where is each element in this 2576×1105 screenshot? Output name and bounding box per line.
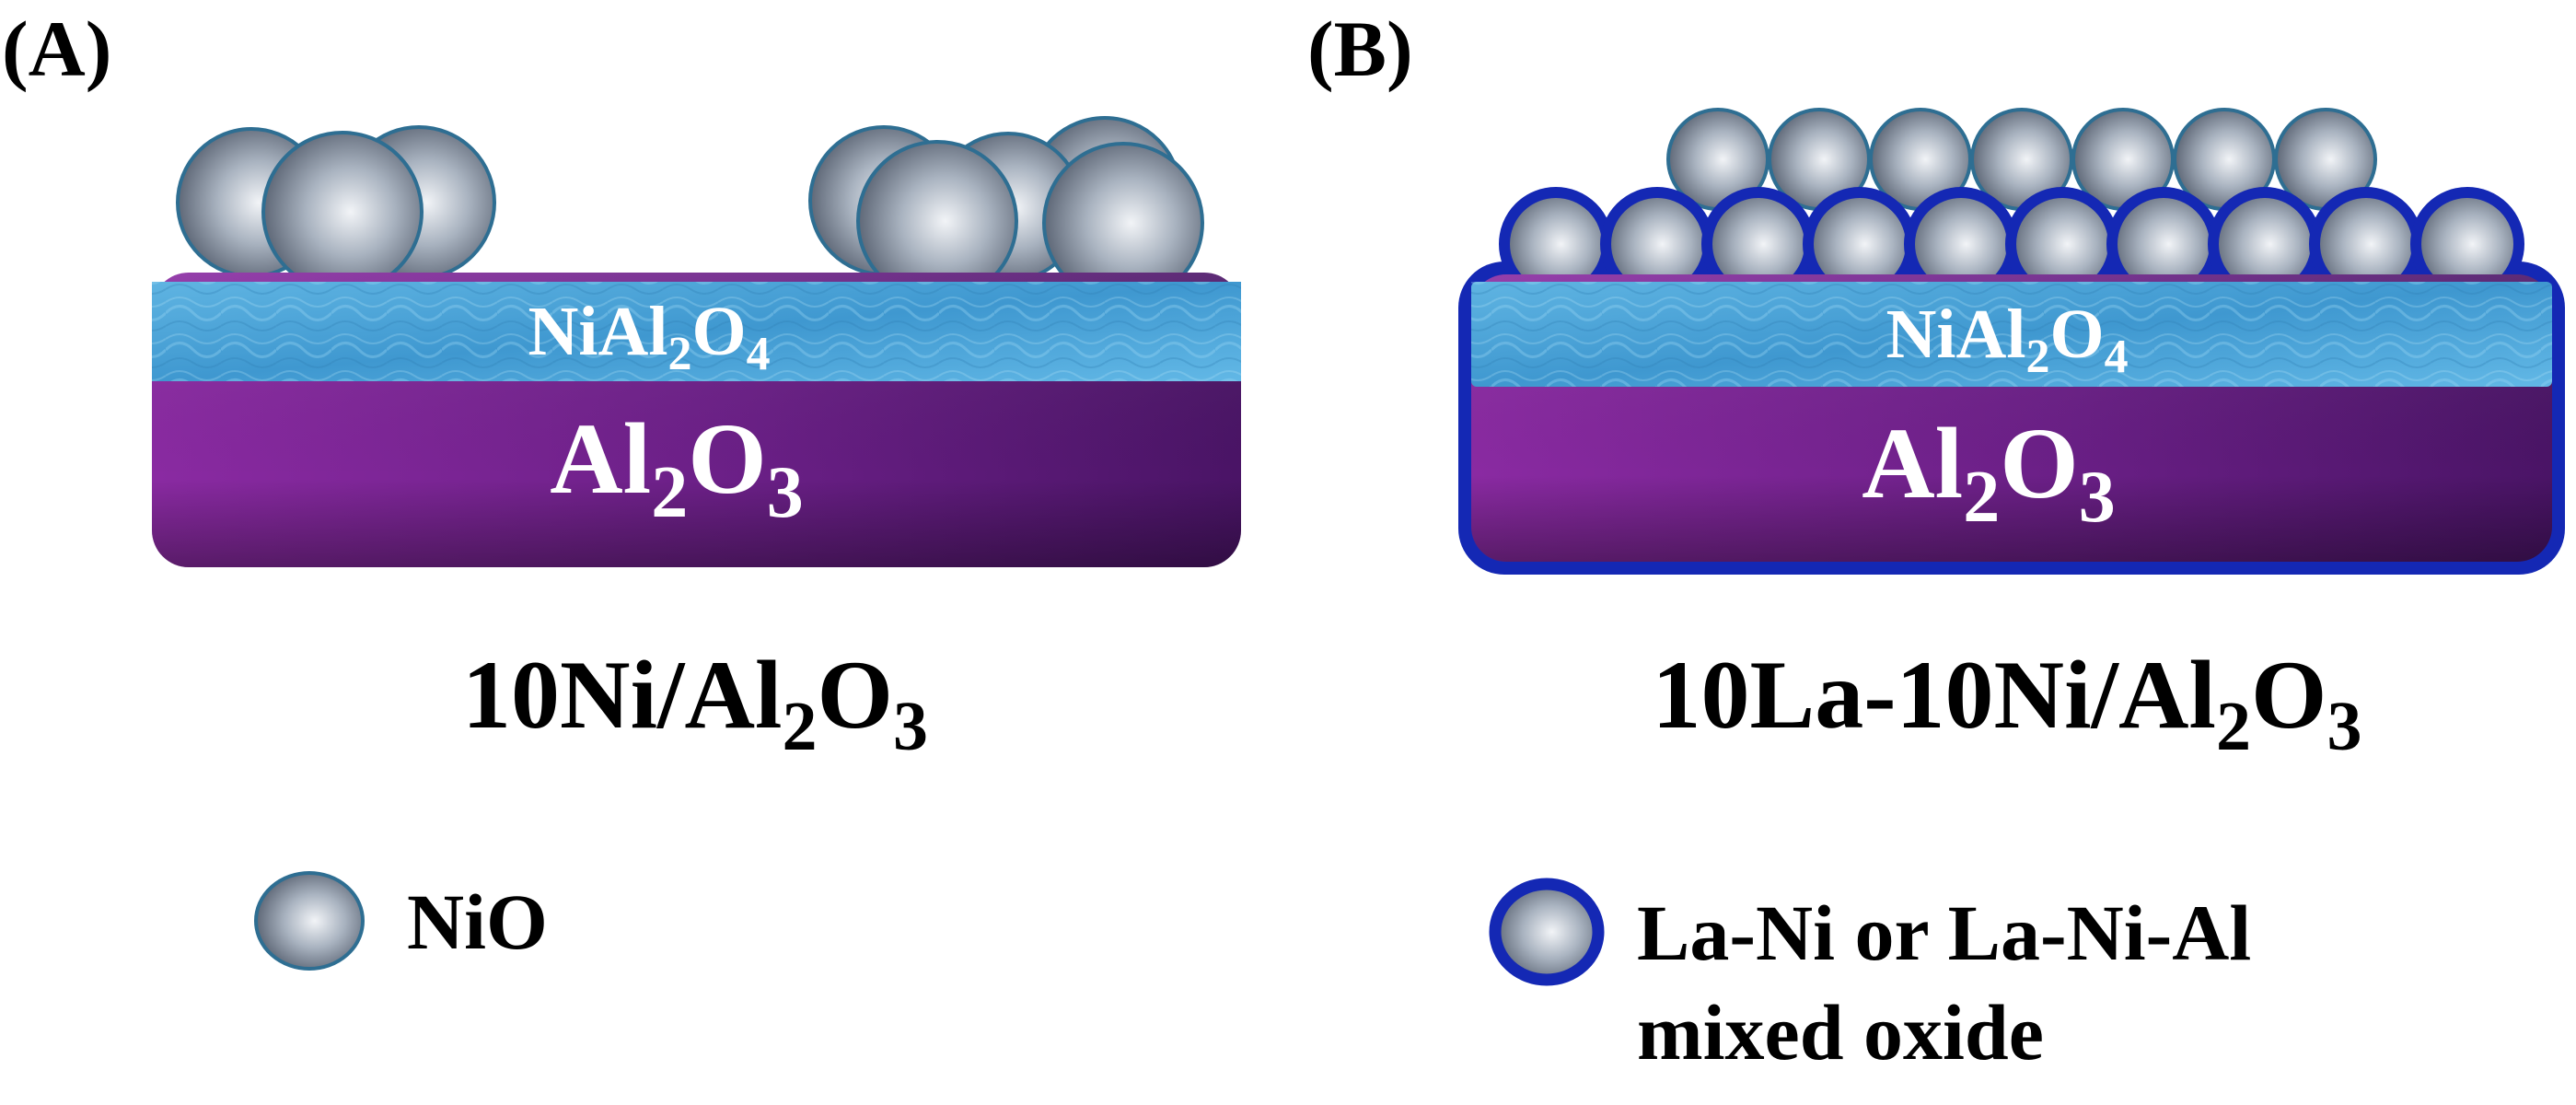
- panel-a-caption: 10Ni/Al2O3: [462, 641, 928, 765]
- panel-a-tag: (A): [2, 5, 111, 93]
- panel-b-tag: (B): [1307, 5, 1413, 93]
- panel-a-nio-particles: [176, 116, 1204, 304]
- panel-b-spinel-texture: [1471, 282, 2552, 387]
- la-ni-legend-line2: mixed oxide: [1637, 988, 2044, 1076]
- nio-legend-label: NiO: [407, 878, 548, 966]
- panel-b-legend: La-Ni or La-Ni-Al mixed oxide: [1489, 878, 2251, 1076]
- panel-b-alumina-label: Al2O3: [1862, 407, 2116, 538]
- panel-a-legend: NiO: [254, 871, 548, 971]
- panel-a-spinel-texture: [152, 282, 1241, 381]
- panel-b: (B): [1307, 5, 2565, 1076]
- nio-particle: [261, 131, 424, 293]
- nio-legend-icon: [254, 871, 365, 971]
- la-ni-legend-line1: La-Ni or La-Ni-Al: [1637, 889, 2251, 977]
- panel-a: (A) NiAl2O4 Al2O3 10Ni/Al2O3: [2, 5, 1241, 971]
- panel-b-caption: 10La-10Ni/Al2O3: [1653, 641, 2362, 765]
- panel-b-spinel-label: NiAl2O4: [1886, 296, 2128, 383]
- panel-a-spinel-label: NiAl2O4: [528, 293, 770, 380]
- panel-a-alumina-label: Al2O3: [550, 402, 804, 533]
- la-ni-legend-icon: [1489, 878, 1605, 986]
